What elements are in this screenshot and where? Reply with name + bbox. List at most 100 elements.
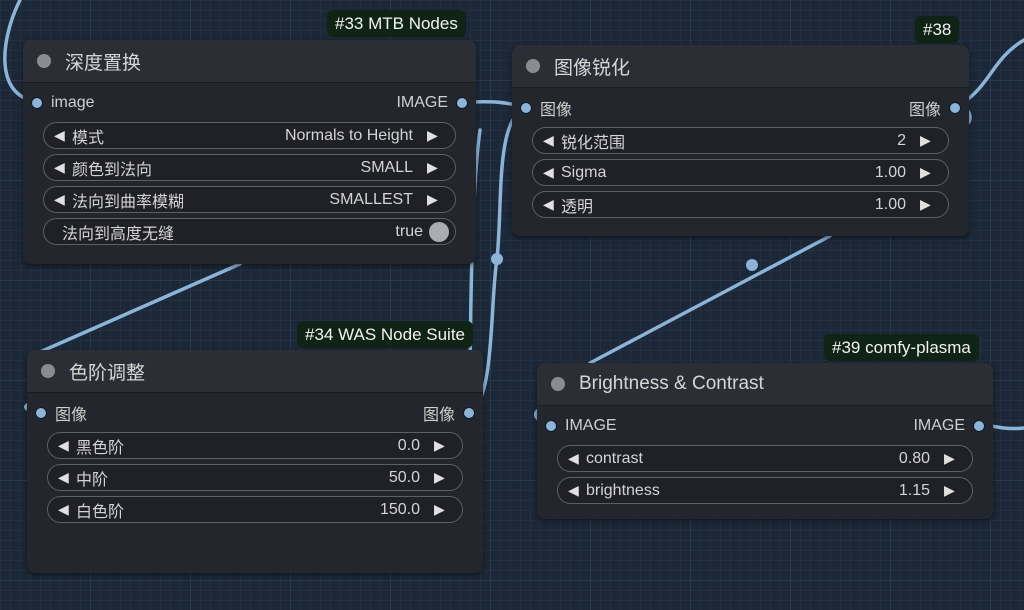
node-title-bar[interactable]: 色阶调整 xyxy=(27,350,483,393)
increment-arrow-icon[interactable]: ▶ xyxy=(427,191,438,207)
input-slot[interactable]: 图像 xyxy=(520,96,572,120)
output-dot-icon[interactable] xyxy=(949,102,961,114)
node-title-bar[interactable]: 深度置换 xyxy=(23,40,476,83)
increment-arrow-icon[interactable]: ▶ xyxy=(944,482,955,498)
decrement-arrow-icon[interactable]: ◀ xyxy=(58,437,69,453)
output-dot-icon[interactable] xyxy=(973,420,985,432)
widget-value: SMALLEST xyxy=(329,190,413,208)
output-label: IMAGE xyxy=(913,417,965,434)
widget-value: 50.0 xyxy=(388,468,420,486)
widget-label: 白色阶 xyxy=(76,503,125,521)
widget-value: 150.0 xyxy=(379,500,420,518)
number-widget[interactable]: ◀ 透明 1.00 ▶ xyxy=(532,191,949,218)
number-widget[interactable]: ◀ brightness 1.15 ▶ xyxy=(557,477,973,504)
decrement-arrow-icon[interactable]: ◀ xyxy=(543,132,554,148)
input-dot-icon[interactable] xyxy=(31,97,43,109)
output-slot[interactable]: IMAGE xyxy=(396,94,468,112)
output-slot[interactable]: 图像 xyxy=(423,401,475,425)
reroute-dot xyxy=(491,253,503,265)
widget-value: 0.80 xyxy=(898,449,930,467)
decrement-arrow-icon[interactable]: ◀ xyxy=(543,164,554,180)
node-badge: #38 xyxy=(915,16,960,43)
io-slots: IMAGE IMAGE xyxy=(537,412,993,440)
node-title-bar[interactable]: Brightness & Contrast xyxy=(537,363,993,406)
decrement-arrow-icon[interactable]: ◀ xyxy=(543,196,554,212)
collapse-dot-icon[interactable] xyxy=(526,59,540,73)
output-slot[interactable]: IMAGE xyxy=(913,417,985,435)
collapse-dot-icon[interactable] xyxy=(37,54,51,68)
output-dot-icon[interactable] xyxy=(463,407,475,419)
widget-value: 1.00 xyxy=(874,163,906,181)
number-widget[interactable]: ◀ contrast 0.80 ▶ xyxy=(557,445,973,472)
widget-value: SMALL xyxy=(360,158,413,176)
io-slots: 图像 图像 xyxy=(27,399,483,427)
widget-label: 中阶 xyxy=(76,471,109,489)
input-dot-icon[interactable] xyxy=(520,102,532,114)
decrement-arrow-icon[interactable]: ◀ xyxy=(54,159,65,175)
number-widget[interactable]: ◀ 白色阶 150.0 ▶ xyxy=(47,496,463,523)
decrement-arrow-icon[interactable]: ◀ xyxy=(568,482,579,498)
widget-label: 模式 xyxy=(72,129,105,147)
io-slots: 图像 图像 xyxy=(512,94,969,122)
widget-value: Normals to Height xyxy=(284,126,413,144)
input-dot-icon[interactable] xyxy=(35,407,47,419)
decrement-arrow-icon[interactable]: ◀ xyxy=(54,127,65,143)
node-title: 深度置换 xyxy=(65,52,142,74)
increment-arrow-icon[interactable]: ▶ xyxy=(920,132,931,148)
toggle-knob-icon[interactable] xyxy=(429,221,449,242)
decrement-arrow-icon[interactable]: ◀ xyxy=(58,469,69,485)
widget-label: brightness xyxy=(586,481,660,499)
increment-arrow-icon[interactable]: ▶ xyxy=(944,450,955,466)
output-label: 图像 xyxy=(908,102,941,119)
increment-arrow-icon[interactable]: ▶ xyxy=(434,501,445,517)
widget-value: 1.00 xyxy=(874,195,906,213)
combo-widget[interactable]: ◀ 模式 Normals to Height ▶ xyxy=(43,122,456,149)
node-badge: #33 MTB Nodes xyxy=(327,10,466,37)
widget-label: contrast xyxy=(586,449,643,467)
widget-label: 法向到高度无缝 xyxy=(62,225,175,243)
increment-arrow-icon[interactable]: ▶ xyxy=(427,127,438,143)
output-dot-icon[interactable] xyxy=(456,97,468,109)
output-slot[interactable]: 图像 xyxy=(909,96,961,120)
node-title: Brightness & Contrast xyxy=(579,373,764,394)
decrement-arrow-icon[interactable]: ◀ xyxy=(54,191,65,207)
collapse-dot-icon[interactable] xyxy=(41,364,55,378)
increment-arrow-icon[interactable]: ▶ xyxy=(434,469,445,485)
increment-arrow-icon[interactable]: ▶ xyxy=(920,164,931,180)
toggle-widget[interactable]: 法向到高度无缝 true xyxy=(43,218,456,245)
increment-arrow-icon[interactable]: ▶ xyxy=(434,437,445,453)
io-slots: image IMAGE xyxy=(23,89,476,117)
input-slot[interactable]: image xyxy=(31,94,95,112)
number-widget[interactable]: ◀ 中阶 50.0 ▶ xyxy=(47,464,463,491)
node-title: 色阶调整 xyxy=(69,362,146,384)
reroute-dot xyxy=(746,259,758,271)
number-widget[interactable]: ◀ Sigma 1.00 ▶ xyxy=(532,159,949,186)
combo-widget[interactable]: ◀ 法向到曲率模糊 SMALLEST ▶ xyxy=(43,186,456,213)
increment-arrow-icon[interactable]: ▶ xyxy=(427,159,438,175)
input-slot[interactable]: 图像 xyxy=(35,401,87,425)
output-label: IMAGE xyxy=(396,94,448,111)
input-dot-icon[interactable] xyxy=(545,420,557,432)
widget-value: 1.15 xyxy=(898,481,930,499)
widget-label: 法向到曲率模糊 xyxy=(72,193,185,211)
input-slot[interactable]: IMAGE xyxy=(545,417,617,435)
widget-value: true xyxy=(395,222,423,240)
widget-label: Sigma xyxy=(561,163,607,181)
node-badge: #34 WAS Node Suite xyxy=(297,321,474,348)
output-label: 图像 xyxy=(422,407,455,424)
collapse-dot-icon[interactable] xyxy=(551,377,565,391)
widget-value: 2 xyxy=(897,131,906,149)
decrement-arrow-icon[interactable]: ◀ xyxy=(58,501,69,517)
decrement-arrow-icon[interactable]: ◀ xyxy=(568,450,579,466)
widget-label: 黑色阶 xyxy=(76,439,125,457)
node-title-bar[interactable]: 图像锐化 xyxy=(512,45,969,88)
widget-label: 透明 xyxy=(561,198,594,216)
increment-arrow-icon[interactable]: ▶ xyxy=(920,196,931,212)
